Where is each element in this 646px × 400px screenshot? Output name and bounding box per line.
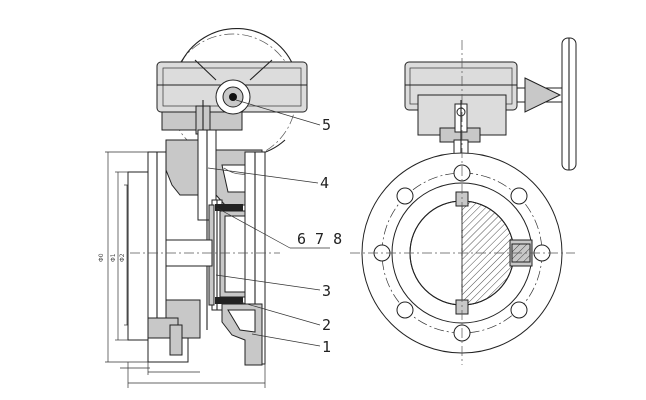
callout-part-2: 2 xyxy=(322,316,331,334)
centerlines xyxy=(350,40,575,365)
handwheel-hub xyxy=(194,59,273,115)
section-view: Φ0 Φ1 Φ2 xyxy=(98,27,308,388)
dimension-lines xyxy=(105,151,266,388)
leader-lines xyxy=(207,99,330,347)
dimension-label-d1: Φ1 xyxy=(110,253,117,262)
dimension-label-d0: Φ0 xyxy=(98,253,105,262)
seat-ring xyxy=(215,204,246,304)
handwheel-side xyxy=(516,37,577,171)
callout-parts-678: 6 7 8 xyxy=(297,230,342,248)
callout-part-5: 5 xyxy=(322,116,331,134)
callout-part-1: 1 xyxy=(322,338,331,356)
bore xyxy=(130,239,280,267)
base-detail xyxy=(147,317,189,363)
dimension-label-d2: Φ2 xyxy=(119,253,126,262)
callout-part-3: 3 xyxy=(322,282,331,300)
front-view xyxy=(350,37,577,365)
callout-part-4: 4 xyxy=(320,174,329,192)
